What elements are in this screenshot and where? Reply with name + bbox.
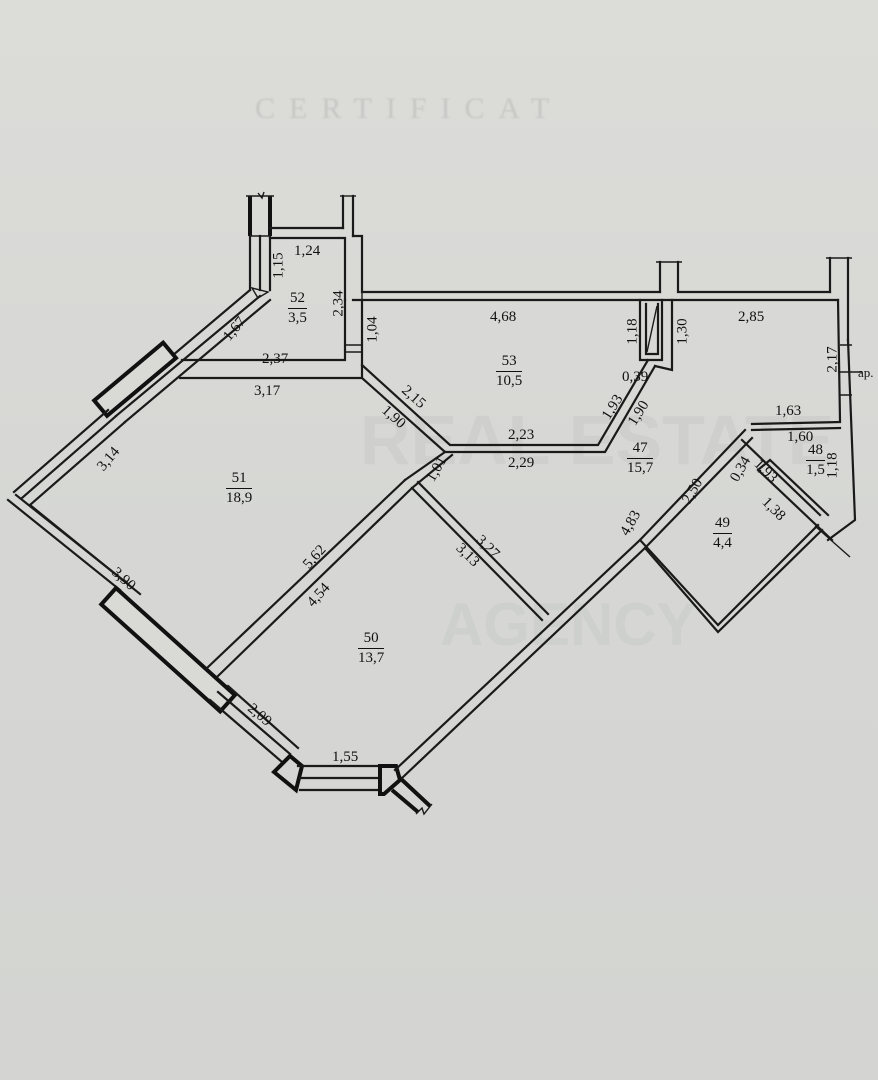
room49-wall-outer	[638, 523, 820, 627]
wall-50-corridor-b	[416, 480, 550, 616]
room49-wall-inner	[643, 528, 824, 634]
top-left-stub-wall	[246, 191, 274, 237]
facade-bottom	[296, 764, 433, 816]
room-area: 13,7	[358, 649, 385, 666]
dim-1-24: 1,24	[294, 243, 321, 259]
room-area: 4,4	[713, 534, 732, 551]
dim-1-60: 1,60	[787, 429, 814, 445]
dim-3-17: 3,17	[254, 383, 281, 399]
dim-2-29: 2,29	[508, 455, 535, 471]
room-47-label: 47 15,7	[627, 440, 654, 476]
dim-1-18-room48: 1,18	[824, 452, 841, 479]
room47-right-wall	[836, 298, 842, 422]
right-exterior-wall	[826, 338, 857, 542]
facade-upper-left	[12, 288, 272, 507]
dim-1-30: 1,30	[674, 318, 691, 345]
dim-1-18-shaft: 1,18	[624, 318, 641, 345]
top-mid-stub-wall	[340, 194, 356, 238]
shaft-box	[638, 298, 664, 362]
room52-top-wall	[268, 236, 347, 302]
room-49-label: 49 4,4	[713, 515, 732, 551]
dim-1-63: 1,63	[775, 403, 802, 419]
wall-50-corridor-a	[410, 486, 544, 622]
room-area: 10,5	[496, 372, 523, 389]
room53-bottom-wall-outer	[360, 364, 657, 454]
dim-1-04: 1,04	[364, 316, 381, 343]
room48-top-wall	[750, 426, 842, 432]
room-area: 15,7	[627, 459, 654, 476]
facade-lower-left	[6, 493, 305, 794]
room53-bottom-wall-inner	[360, 358, 650, 447]
room-48-label: 48 1,5	[806, 442, 825, 478]
room-51-label: 51 18,9	[226, 470, 253, 506]
room-number: 51	[226, 470, 253, 489]
room-number: 52	[288, 290, 307, 309]
dim-1-55: 1,55	[332, 749, 359, 765]
upper-corridor-wall-inner	[351, 234, 662, 294]
room-number: 50	[358, 630, 385, 649]
wall-51-50-a	[205, 478, 407, 670]
room-53-label: 53 10,5	[496, 353, 523, 389]
bleed-through-title: CERTIFICAT	[255, 92, 564, 125]
room-number: 49	[713, 515, 732, 534]
dim-4-68: 4,68	[490, 309, 517, 325]
dim-0-39: 0,39	[622, 369, 649, 385]
room-number: 53	[496, 353, 523, 372]
ap-annotation: ap.	[858, 365, 874, 380]
room-number: 48	[806, 442, 825, 461]
room52-bottom-wall	[180, 298, 347, 362]
mid-stub-wall-b	[676, 260, 832, 294]
dim-2-37: 2,37	[262, 351, 289, 367]
watermark-line-2: AGENCY	[440, 591, 697, 658]
dim-2-23: 2,23	[508, 427, 535, 443]
room-area: 3,5	[288, 309, 307, 326]
room-50-label: 50 13,7	[358, 630, 385, 666]
room-52-label: 52 3,5	[288, 290, 307, 326]
room-number: 47	[627, 440, 654, 459]
room48-left-wall	[740, 438, 822, 517]
dim-1-15: 1,15	[270, 252, 287, 279]
room-area: 1,5	[806, 461, 825, 478]
wall-51-50-b	[216, 486, 414, 678]
room-area: 18,9	[226, 489, 253, 506]
dim-2-85: 2,85	[738, 309, 765, 325]
dim-2-17: 2,17	[824, 346, 841, 373]
dim-2-34: 2,34	[330, 290, 347, 317]
balcony-line	[814, 525, 851, 558]
